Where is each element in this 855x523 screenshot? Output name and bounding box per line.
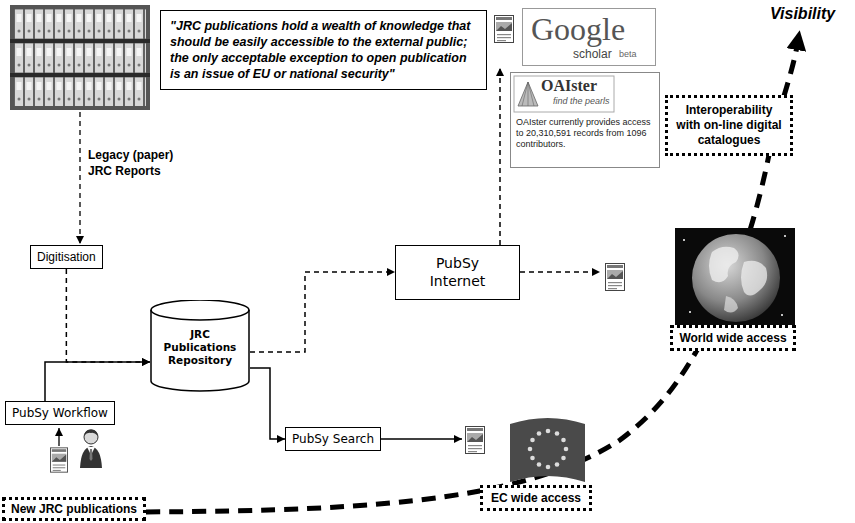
continent (724, 296, 738, 313)
access-node: World wide access (600, 228, 798, 352)
node-text: EC wide access (491, 491, 581, 505)
eu-flag-picture (510, 418, 585, 482)
document-thumbnail (466, 427, 485, 454)
earth-globe (692, 234, 780, 322)
person-icon (80, 429, 102, 468)
earth-picture (675, 228, 795, 325)
system-box: PubSy Internet (395, 245, 520, 300)
flag-star (546, 429, 551, 434)
cylinder-rim (151, 310, 249, 320)
node-text: JRC Publications Repository (153, 328, 247, 367)
flag-star (561, 456, 566, 461)
flag-star (528, 447, 533, 452)
connector (499, 68, 501, 245)
logo-slogan: find the pearls (553, 97, 610, 106)
flag-star (530, 438, 535, 443)
star-dot (689, 311, 691, 313)
quote-box: "JRC publications hold a wealth of knowl… (160, 10, 487, 90)
node-text: World wide access (679, 331, 786, 345)
visibility-label: Visibility (770, 4, 835, 23)
connector (250, 272, 395, 352)
system-box: PubSy Search (285, 427, 381, 451)
binder-row (14, 9, 146, 39)
logo-text: scholar (573, 48, 612, 60)
process-box: Digitisation (30, 245, 103, 269)
digitisation-arrow (79, 112, 80, 244)
logo-node: Google scholar beta (490, 8, 658, 68)
connector (250, 368, 285, 439)
input-box: New JRC publications (2, 497, 146, 521)
connector (45, 362, 150, 401)
flag-star (555, 462, 560, 467)
node-text: "JRC publications hold a wealth of knowl… (170, 18, 477, 82)
archive-photo (10, 5, 150, 110)
logo-text: Google (531, 13, 625, 45)
connector (520, 271, 600, 273)
person-tie (90, 449, 93, 461)
logo-text: OAIster (541, 78, 597, 94)
shell-icon (518, 82, 538, 106)
node-text: Digitisation (37, 250, 96, 264)
flag-star (564, 447, 569, 452)
source-label: Legacy (paper) JRC Reports (88, 148, 184, 179)
flag-cloth (510, 418, 585, 482)
shelf (10, 39, 150, 43)
flag-star (561, 438, 566, 443)
flag-star (546, 465, 551, 470)
continent (741, 261, 767, 296)
flag-star (555, 431, 560, 436)
person-head (84, 430, 98, 444)
access-label: EC wide access (480, 485, 592, 511)
binder-row (14, 77, 146, 106)
access-node: EC wide access (462, 418, 592, 512)
system-box: PubSy Workflow (5, 401, 115, 425)
node-text: Interoperability with on-line digital ca… (676, 103, 782, 148)
star-dot (784, 235, 786, 237)
binder-row (14, 43, 146, 73)
node-text: New JRC publications (11, 502, 137, 516)
document-thumbnail (495, 16, 514, 43)
person-hair (84, 429, 98, 436)
shelf (10, 73, 150, 77)
star-dot (781, 314, 783, 316)
repository-cylinder: JRC Publications Repository (150, 300, 250, 392)
callout-box: Interoperability with on-line digital ca… (665, 95, 793, 156)
flag-star (530, 456, 535, 461)
document-thumbnail (50, 448, 67, 472)
document-thumbnail (606, 264, 625, 291)
person-body (80, 446, 102, 468)
oaister-logo (514, 76, 614, 112)
shell-ribs (522, 82, 534, 106)
access-label: World wide access (670, 325, 796, 351)
catalogue-note: OAIster currently provides access to 20,… (516, 117, 654, 149)
node-text: PubSy Search (292, 432, 374, 446)
continent (709, 247, 739, 283)
node-text: PubSy Internet (422, 255, 494, 290)
logo-frame (514, 76, 614, 112)
cylinder-body (151, 300, 249, 391)
connector (66, 269, 150, 362)
catalogue-box: OAIster find the pearlsOAIster currently … (510, 72, 660, 168)
node-text: PubSy Workflow (12, 406, 108, 420)
connector (381, 438, 462, 440)
flag-star (537, 462, 542, 467)
logo-text: beta (619, 50, 637, 59)
photo-ground (10, 5, 150, 110)
star-dot (683, 239, 685, 241)
visibility-trend-arrow (100, 46, 797, 512)
submit-arrow (58, 428, 59, 446)
space-ground (675, 228, 795, 325)
flag-star (537, 431, 542, 436)
logo-frame: Google scholar beta (522, 8, 656, 66)
